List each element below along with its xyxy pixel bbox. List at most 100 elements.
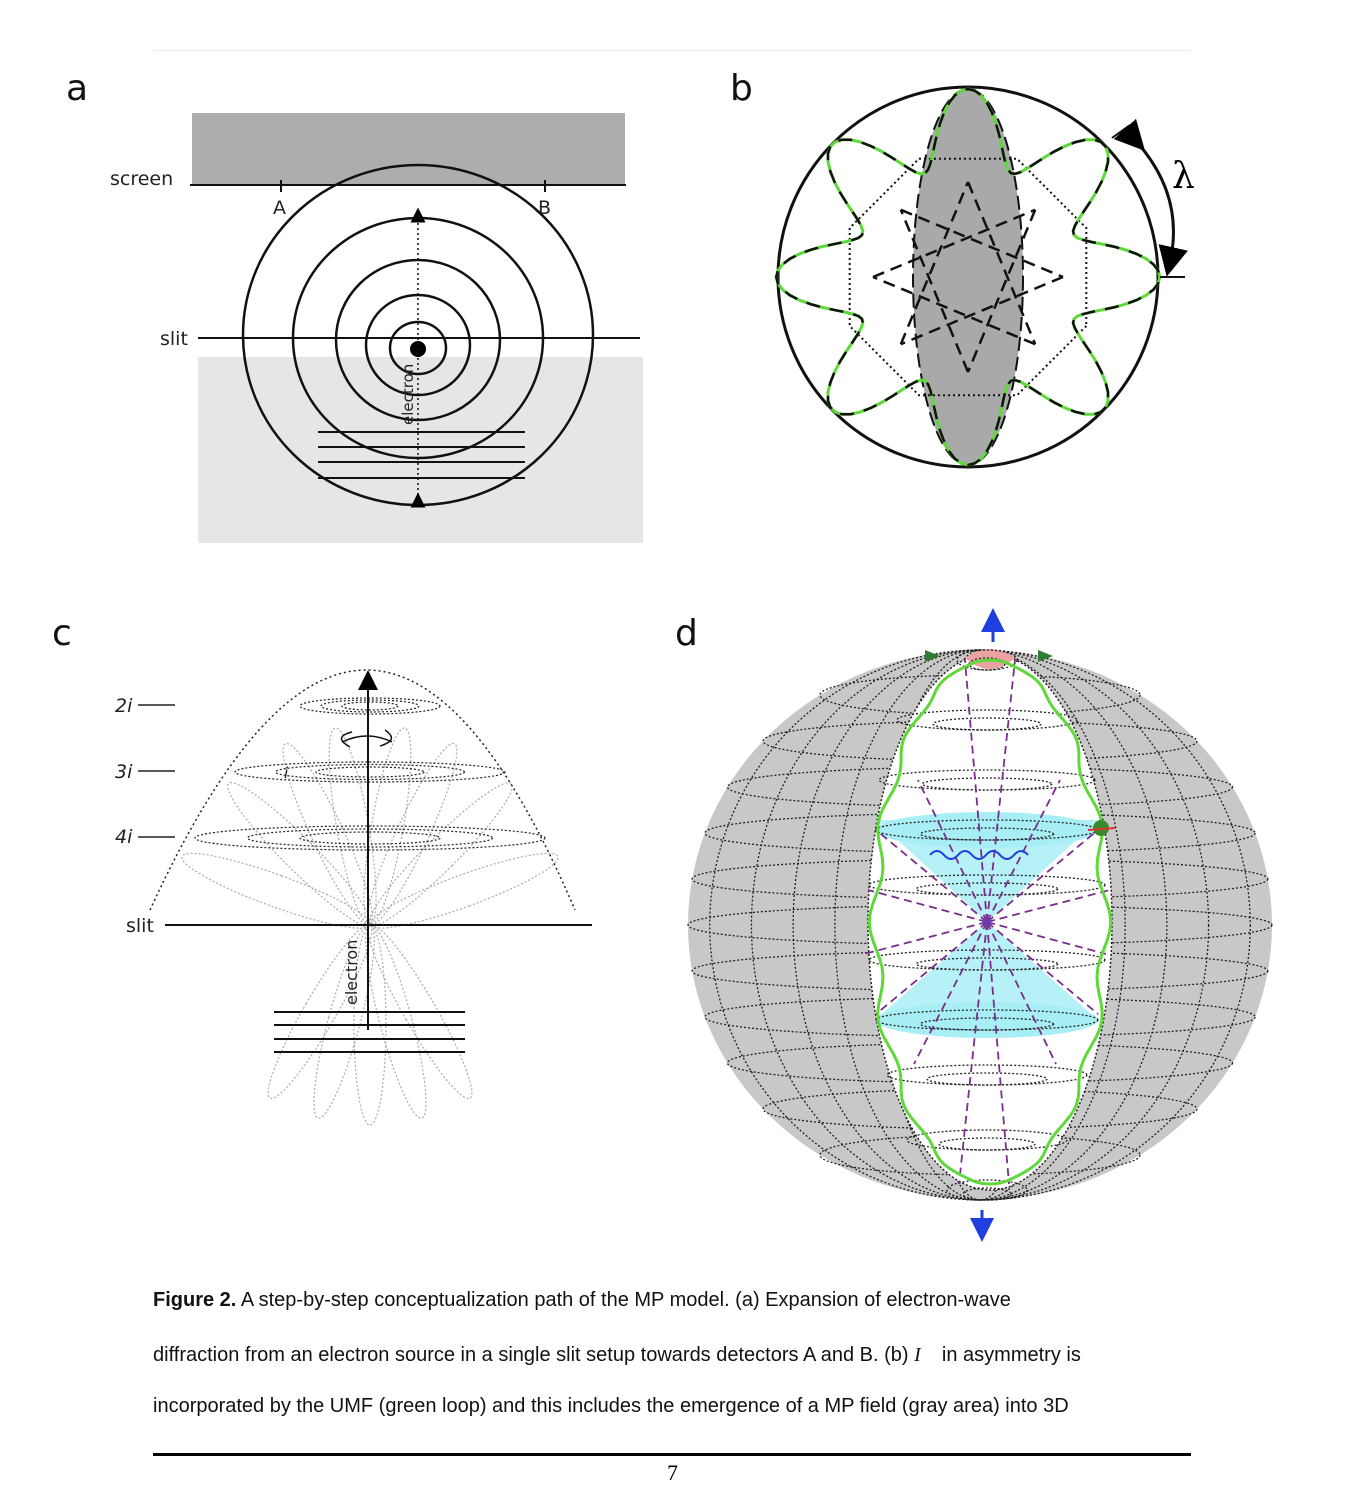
ray <box>986 921 1099 1015</box>
flow-ring <box>915 882 1059 896</box>
lambda-label: λ <box>1172 156 1195 197</box>
level-2i-label: 2i <box>115 695 133 717</box>
parallel <box>691 950 1269 992</box>
flow-ring <box>875 1009 1099 1031</box>
level-ellipse <box>299 697 441 715</box>
ray <box>867 889 988 923</box>
parallel <box>687 904 1273 946</box>
level-4i-label: 4i <box>115 826 133 848</box>
blue-wave <box>929 850 1029 860</box>
star-segment <box>872 275 1036 346</box>
level-ellipse <box>299 831 441 845</box>
panel-a: a screen A B slit elect <box>66 68 643 543</box>
lower-cone <box>875 922 1098 1020</box>
level-ellipse <box>234 761 506 783</box>
upper-cone-top <box>876 812 1098 848</box>
rotation-arrows <box>340 729 393 748</box>
caption-text: incorporated by the UMF (green loop) and… <box>153 1395 1069 1417</box>
flow-ring <box>932 717 1042 731</box>
diffraction-lobe <box>366 742 458 926</box>
diffraction-lobe <box>181 852 371 929</box>
panel-a-label: a <box>66 68 88 109</box>
caption-text: diffraction from an electron source in a… <box>153 1344 915 1366</box>
figure-label: Figure 2. <box>153 1289 237 1311</box>
ray <box>986 921 1107 955</box>
ray <box>913 921 988 1065</box>
ray <box>986 829 1099 923</box>
level-ellipse <box>274 763 466 781</box>
vector-i-label: i <box>284 764 289 782</box>
wavelength-arrow <box>1113 118 1188 277</box>
caption-line-2: diffraction from an electron source in a… <box>153 1345 1193 1365</box>
flow-ring <box>919 827 1055 841</box>
diffraction-lobe <box>368 782 513 927</box>
diffraction-lobe <box>267 924 373 1100</box>
footer-rule <box>153 1453 1191 1456</box>
flow-ring <box>868 949 1106 971</box>
header-rule <box>153 50 1191 51</box>
detector-b-label: B <box>538 197 551 219</box>
screen-rect <box>192 113 625 185</box>
purple-rays <box>863 659 1111 1185</box>
green-particle <box>1093 820 1109 836</box>
panel-c: c 2i 3i 4i i slit electron <box>52 613 592 1126</box>
figure-2: a screen A B slit elect <box>52 68 1273 1242</box>
electron-label-c: electron <box>342 940 361 1005</box>
level-ellipse <box>246 828 494 848</box>
star-segment <box>872 208 1036 279</box>
panel-b-label: b <box>730 68 753 109</box>
ray <box>875 829 988 923</box>
diffraction-lobe <box>363 727 412 926</box>
diffraction-lobe <box>282 742 374 926</box>
ray <box>958 921 988 1185</box>
level-ellipse <box>194 825 546 851</box>
ray <box>964 659 988 923</box>
caption-line-1: Figure 2. A step-by-step conceptualizati… <box>153 1290 1193 1310</box>
detector-a-label: A <box>273 197 286 219</box>
electron-label: electron <box>399 364 417 425</box>
detector-lines-c <box>274 1011 465 1053</box>
star-segment <box>966 181 1037 345</box>
flow-ring <box>956 649 1018 671</box>
dotted-octagon <box>848 157 1088 397</box>
star-segment <box>899 209 970 373</box>
flow-ring <box>926 1072 1048 1086</box>
parallel <box>819 1134 1141 1176</box>
dashed-star <box>872 181 1064 373</box>
panel-c-label: c <box>52 613 72 654</box>
level-ellipse <box>315 766 425 778</box>
diffraction-lobe <box>367 924 473 1100</box>
flow-ring <box>868 874 1106 896</box>
caption-line-3: incorporated by the UMF (green loop) and… <box>153 1396 1193 1416</box>
flow-ring <box>946 1179 1028 1201</box>
diffraction-lobe <box>365 924 427 1119</box>
parallel <box>691 858 1269 900</box>
parallel <box>762 1088 1198 1130</box>
ray <box>863 921 988 955</box>
green-boundary <box>867 658 1113 1186</box>
umf-dashed-overlay <box>774 87 1162 467</box>
caption-text: in asymmetry is <box>936 1344 1081 1366</box>
lower-cone-base <box>876 1002 1098 1038</box>
ray <box>986 921 1010 1185</box>
flow-ring <box>938 1137 1036 1151</box>
page-number: 7 <box>667 1460 678 1485</box>
shaded-region <box>198 357 643 543</box>
star-segment <box>899 181 970 345</box>
level-ellipse <box>341 701 399 711</box>
ray <box>986 889 1111 923</box>
level-ellipses <box>194 697 546 851</box>
center-point <box>983 918 991 926</box>
diffraction-lobe <box>227 782 372 927</box>
flow-ring <box>968 657 1006 671</box>
level-ellipse <box>320 699 420 713</box>
outer-circle <box>776 85 1160 469</box>
diffraction-lobe <box>313 924 375 1119</box>
level-3i-label: 3i <box>115 761 133 783</box>
slit-label-c: slit <box>126 915 154 937</box>
panel-b: b λ <box>730 68 1195 469</box>
ray <box>986 921 1057 1065</box>
ray <box>986 659 1016 923</box>
star-segment <box>966 209 1037 373</box>
